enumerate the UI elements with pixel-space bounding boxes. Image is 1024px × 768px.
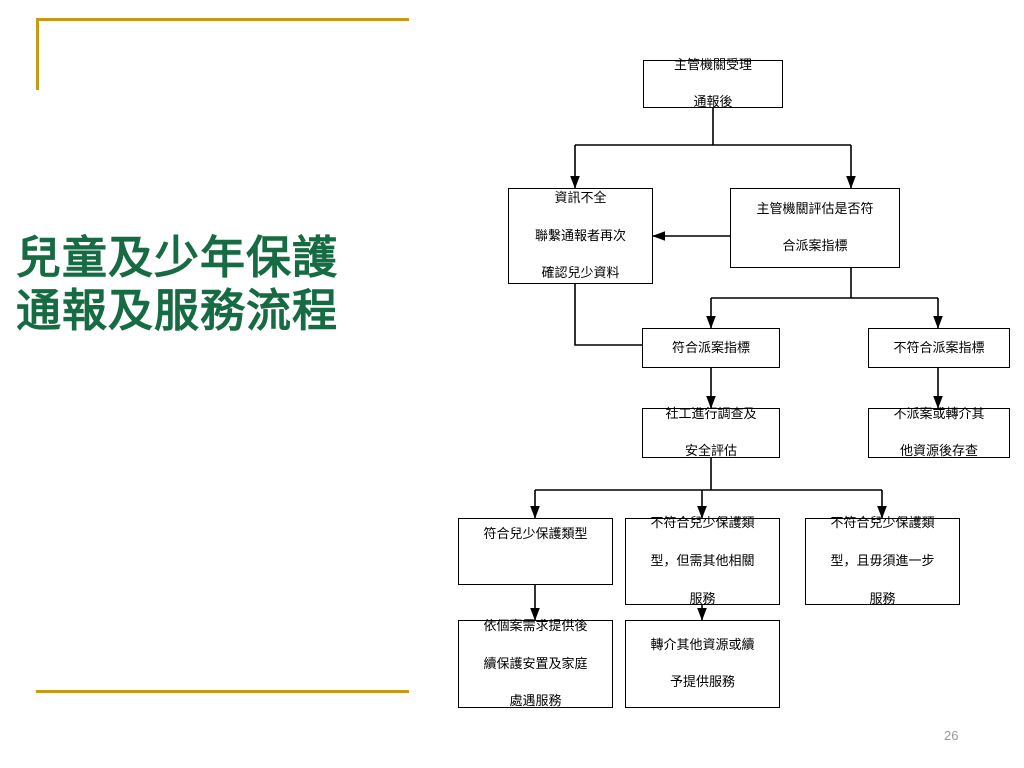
flow-node-n3-line-2: 合派案指標 [782,238,848,254]
decorative-bottom-rule [36,690,409,693]
flow-node-n7-line-2: 他資源後存查 [899,443,978,459]
page-title: 兒童及少年保護 通報及服務流程 [16,232,416,338]
flow-node-n6-line-2: 安全評估 [684,443,737,459]
flow-node-n12-line-1: 轉介其他資源或續 [650,636,755,652]
flow-node-n2-line-3: 確認兒少資料 [541,265,620,281]
decorative-top-rule [36,18,409,21]
flow-node-n1-line-1: 主管機關受理 [673,56,752,72]
flow-node-n8-line-1: 符合兒少保護類型 [483,526,588,541]
flow-node-n10-line-1: 不符合兒少保護類 [830,515,935,531]
flow-node-n9-line-2: 型，但需其他相關 [650,553,755,569]
flow-node-n12[interactable]: 轉介其他資源或續 予提供服務 [625,620,780,708]
flow-node-n9-line-3: 服務 [689,590,716,606]
flowchart: 主管機關受理 通報後 資訊不全 聯繫通報者再次 確認兒少資料 主管機關評估是否符… [430,40,1024,720]
flow-node-n4-line-1: 符合派案指標 [671,339,750,355]
flow-node-n11[interactable]: 依個案需求提供後 續保護安置及家庭 處遇服務 [458,617,613,709]
flow-node-n3[interactable]: 主管機關評估是否符 合派案指標 [730,188,900,268]
flow-node-n5-line-1: 不符合派案指標 [893,339,985,355]
flow-node-n2-line-2: 聯繫通報者再次 [534,227,626,243]
flow-node-n7[interactable]: 不派案或轉介其 他資源後存查 [868,405,1010,459]
page-number: 26 [944,728,959,743]
flow-node-n10[interactable]: 不符合兒少保護類 型，且毋須進一步 服務 [805,515,960,606]
flow-node-n9[interactable]: 不符合兒少保護類 型，但需其他相關 服務 [625,515,780,606]
flow-node-n10-line-2: 型，且毋須進一步 [830,553,935,569]
flow-node-n1[interactable]: 主管機關受理 通報後 [643,57,783,109]
flow-node-n2[interactable]: 資訊不全 聯繫通報者再次 確認兒少資料 [508,188,653,284]
decorative-left-rule [36,18,39,90]
flow-node-n2-line-1: 資訊不全 [554,189,607,205]
page-title-line-2: 通報及服務流程 [16,286,339,337]
flow-node-n9-line-1: 不符合兒少保護類 [650,515,755,531]
flow-node-n11-line-2: 續保護安置及家庭 [483,655,588,671]
flow-node-n7-line-1: 不派案或轉介其 [893,405,985,421]
flow-node-n11-line-1: 依個案需求提供後 [483,617,588,633]
flow-node-n3-line-1: 主管機關評估是否符 [756,200,874,216]
flow-node-n1-line-2: 通報後 [693,94,733,110]
flow-node-n8[interactable]: 符合兒少保護類型 [458,518,613,585]
flow-node-n6[interactable]: 社工進行調查及 安全評估 [642,405,780,459]
flow-node-n10-line-3: 服務 [869,590,896,606]
flow-node-n11-line-3: 處遇服務 [509,693,562,709]
flow-node-n12-line-2: 予提供服務 [669,674,735,690]
flow-node-n6-line-1: 社工進行調查及 [665,405,757,421]
page-title-line-1: 兒童及少年保護 [16,233,339,283]
flow-node-n4[interactable]: 符合派案指標 [642,328,780,368]
flow-node-n5[interactable]: 不符合派案指標 [868,328,1010,368]
